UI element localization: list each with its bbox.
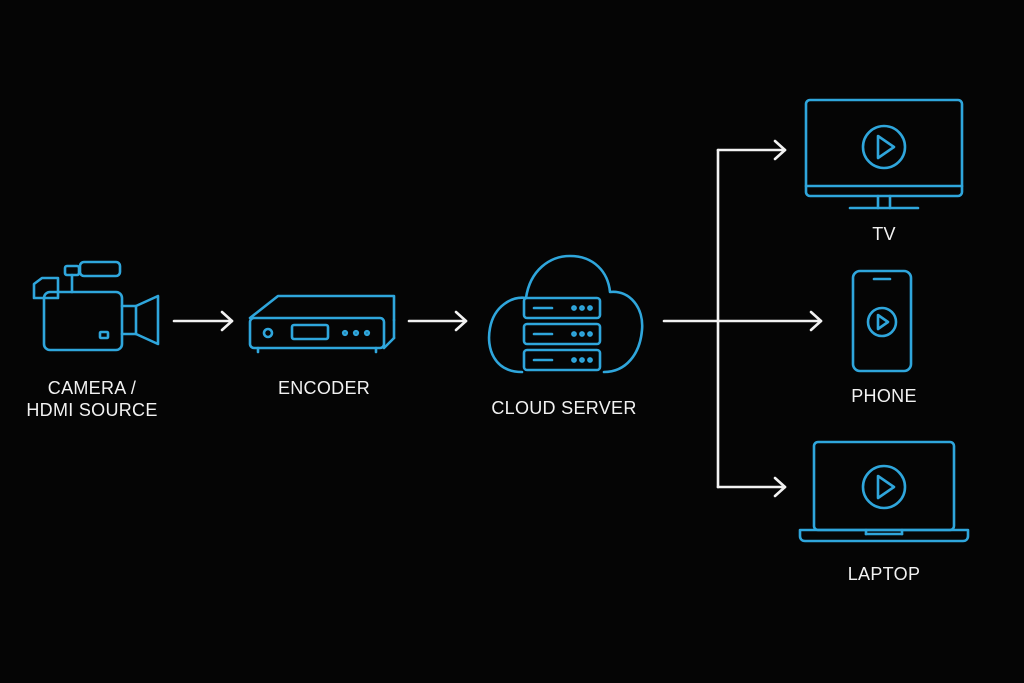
camera-label-line1: CAMERA /	[47, 378, 137, 398]
camera-label: CAMERA / HDMI SOURCE	[20, 377, 164, 421]
video-camera-icon	[32, 260, 160, 352]
arrow-cloud-to-tv	[716, 139, 787, 161]
phone-icon	[851, 269, 913, 373]
encoder-label: ENCODER	[277, 378, 371, 398]
phone-label: PHONE	[851, 386, 917, 406]
laptop-icon	[798, 440, 970, 543]
arrow-cloud-to-laptop	[716, 476, 787, 498]
cloud-server-label: CLOUD SERVER	[491, 398, 637, 418]
laptop-label: LAPTOP	[847, 564, 921, 584]
arrow-encoder-to-cloud	[407, 310, 468, 332]
tv-label: TV	[872, 224, 896, 244]
arrow-cloud-to-phone	[662, 310, 823, 332]
encoder-box-icon	[248, 294, 396, 354]
arrow-camera-to-encoder	[172, 310, 234, 332]
camera-label-line2: HDMI SOURCE	[26, 400, 158, 420]
tv-icon	[804, 98, 964, 210]
cloud-server-icon	[487, 254, 644, 374]
